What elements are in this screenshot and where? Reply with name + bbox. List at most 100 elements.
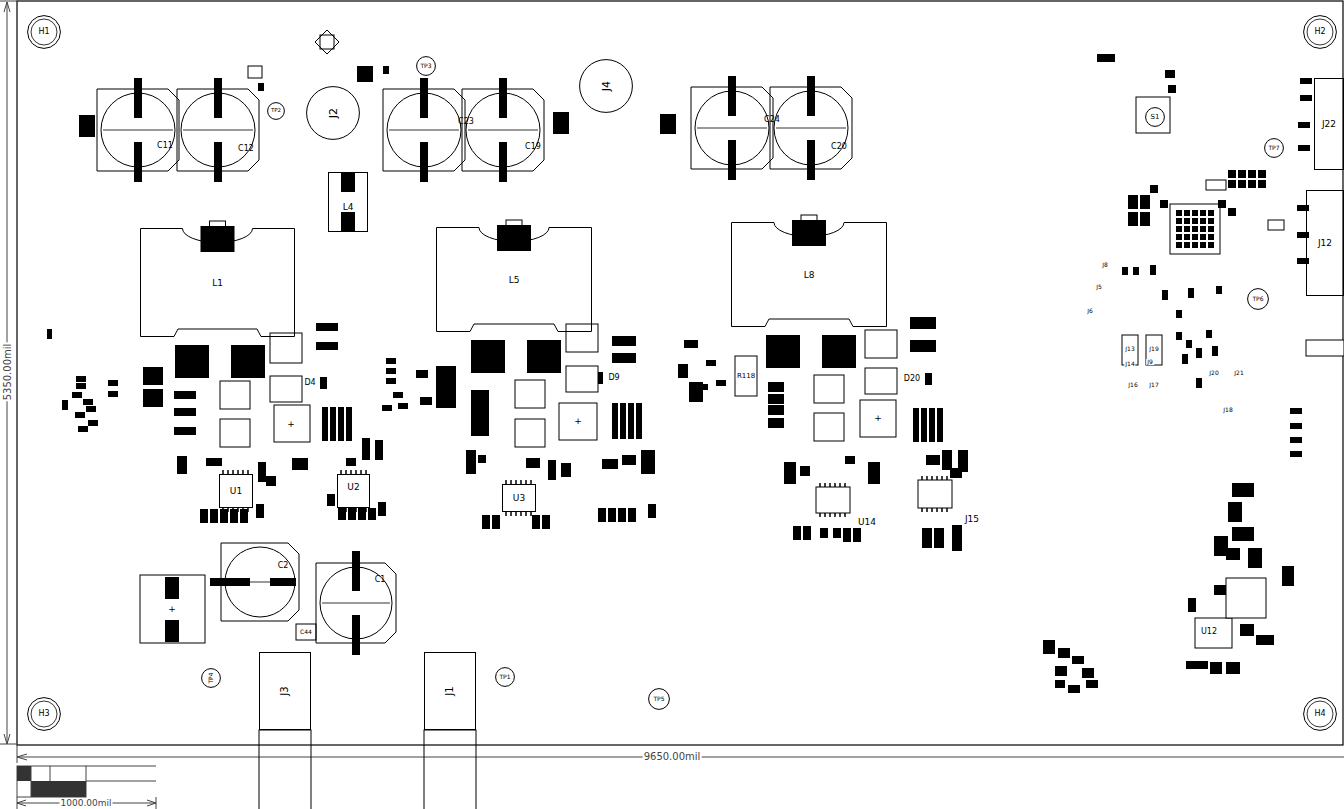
ic-pad xyxy=(1176,210,1182,216)
ref-designator: TP5 xyxy=(653,696,664,702)
smd-pad xyxy=(1297,258,1309,264)
capacitor-outline: C23 xyxy=(382,88,466,172)
smd-pad xyxy=(1256,635,1274,645)
ic-pin xyxy=(227,470,229,474)
ic-pad xyxy=(1200,218,1206,224)
smd-pad xyxy=(143,367,163,385)
ref-designator: TP6 xyxy=(1252,296,1263,302)
ic-pin xyxy=(340,470,342,474)
part-body xyxy=(814,413,844,441)
capacitor-outline: C12 xyxy=(176,88,260,172)
ic-pad xyxy=(1208,242,1214,248)
circle-part: S1 xyxy=(1145,107,1165,127)
circle-part: TP4 xyxy=(201,668,221,688)
smd-pad xyxy=(922,528,932,548)
scale-bar xyxy=(31,781,86,797)
ic-pin xyxy=(360,470,362,474)
smd-pad xyxy=(362,438,370,460)
outline xyxy=(461,88,545,172)
inductor-pad xyxy=(175,345,209,378)
part-outline: U3 xyxy=(502,484,536,512)
smd-pad xyxy=(1258,180,1266,188)
outline xyxy=(315,562,397,644)
smd-pad xyxy=(910,317,936,329)
ref-designator: TP1 xyxy=(499,674,510,680)
cap-pad xyxy=(499,78,507,118)
circle-part: TP2 xyxy=(267,102,285,120)
ic-pin xyxy=(834,513,836,517)
scale-bar xyxy=(31,766,32,797)
part-body xyxy=(296,624,316,640)
smd-pad xyxy=(768,405,784,415)
circle-outline xyxy=(580,60,633,113)
ic-pin xyxy=(247,508,249,512)
smd-pad xyxy=(1165,70,1175,78)
ref-designator: H3 xyxy=(38,710,49,718)
ic-pin xyxy=(530,512,532,516)
smd-pad xyxy=(612,353,636,363)
scale-bar xyxy=(17,766,86,797)
ic-pin xyxy=(355,470,357,474)
smd-pad xyxy=(950,468,962,478)
ic-pin xyxy=(345,508,347,512)
cap-can xyxy=(181,93,255,167)
inductor-tab xyxy=(210,221,226,228)
ref-designator: C19 xyxy=(525,143,541,151)
part-body xyxy=(1206,180,1226,190)
smd-pad xyxy=(716,380,726,386)
smd-pad xyxy=(803,526,811,540)
ic-pad xyxy=(1200,234,1206,240)
capacitor-outline: C2 xyxy=(220,542,300,622)
ref-designator: J18 xyxy=(1222,407,1233,413)
ic-pin xyxy=(530,480,532,484)
circle-part: H1 xyxy=(27,15,61,49)
inductor-pad xyxy=(792,220,826,246)
smd-pad xyxy=(200,509,208,523)
inductor-tab xyxy=(506,220,522,227)
smd-pad xyxy=(929,408,935,442)
smd-pad xyxy=(1300,78,1312,84)
smd-pad xyxy=(833,528,841,538)
smd-pad xyxy=(1297,232,1309,238)
ic-pin xyxy=(829,513,831,517)
part-outline: L4 xyxy=(328,172,368,232)
ic-pad xyxy=(1200,226,1206,232)
smd-pad xyxy=(386,358,396,364)
cap-can xyxy=(320,567,392,639)
ref-designator: U1 xyxy=(230,487,242,496)
ic-pin xyxy=(515,480,517,484)
smd-pad xyxy=(1282,566,1294,586)
ic-pin xyxy=(839,513,841,517)
smd-pad xyxy=(542,515,550,529)
cap-body xyxy=(462,89,544,171)
smd-pad xyxy=(1216,286,1222,294)
ref-designator: C20 xyxy=(831,143,847,151)
smd-pad xyxy=(436,366,456,408)
inductor-pad xyxy=(471,340,505,373)
smd-pad xyxy=(393,392,403,398)
ref-designator: L5 xyxy=(509,275,520,284)
hole-ring xyxy=(1307,701,1333,727)
smd-pad xyxy=(1290,437,1302,443)
cap-pad xyxy=(134,142,142,182)
smd-pad xyxy=(1186,340,1192,348)
ic-pin xyxy=(936,508,938,512)
outline xyxy=(176,88,260,172)
smd-pad xyxy=(1176,332,1182,340)
smd-pad xyxy=(108,380,118,386)
smd-pad xyxy=(800,466,810,476)
ic-body xyxy=(918,480,952,508)
smd-pad xyxy=(1150,265,1156,275)
smd-pad xyxy=(174,408,196,416)
connector-body xyxy=(424,730,476,809)
ic-pad xyxy=(1200,210,1206,216)
inductor-outline: L1 xyxy=(140,228,295,337)
circle-outline xyxy=(28,698,61,731)
ic-pin xyxy=(345,470,347,474)
smd-pad xyxy=(357,66,373,82)
inductor-pad xyxy=(822,335,856,368)
ref-designator: D4 xyxy=(303,379,316,387)
ic-pin xyxy=(921,508,923,512)
cap-body xyxy=(97,89,179,171)
